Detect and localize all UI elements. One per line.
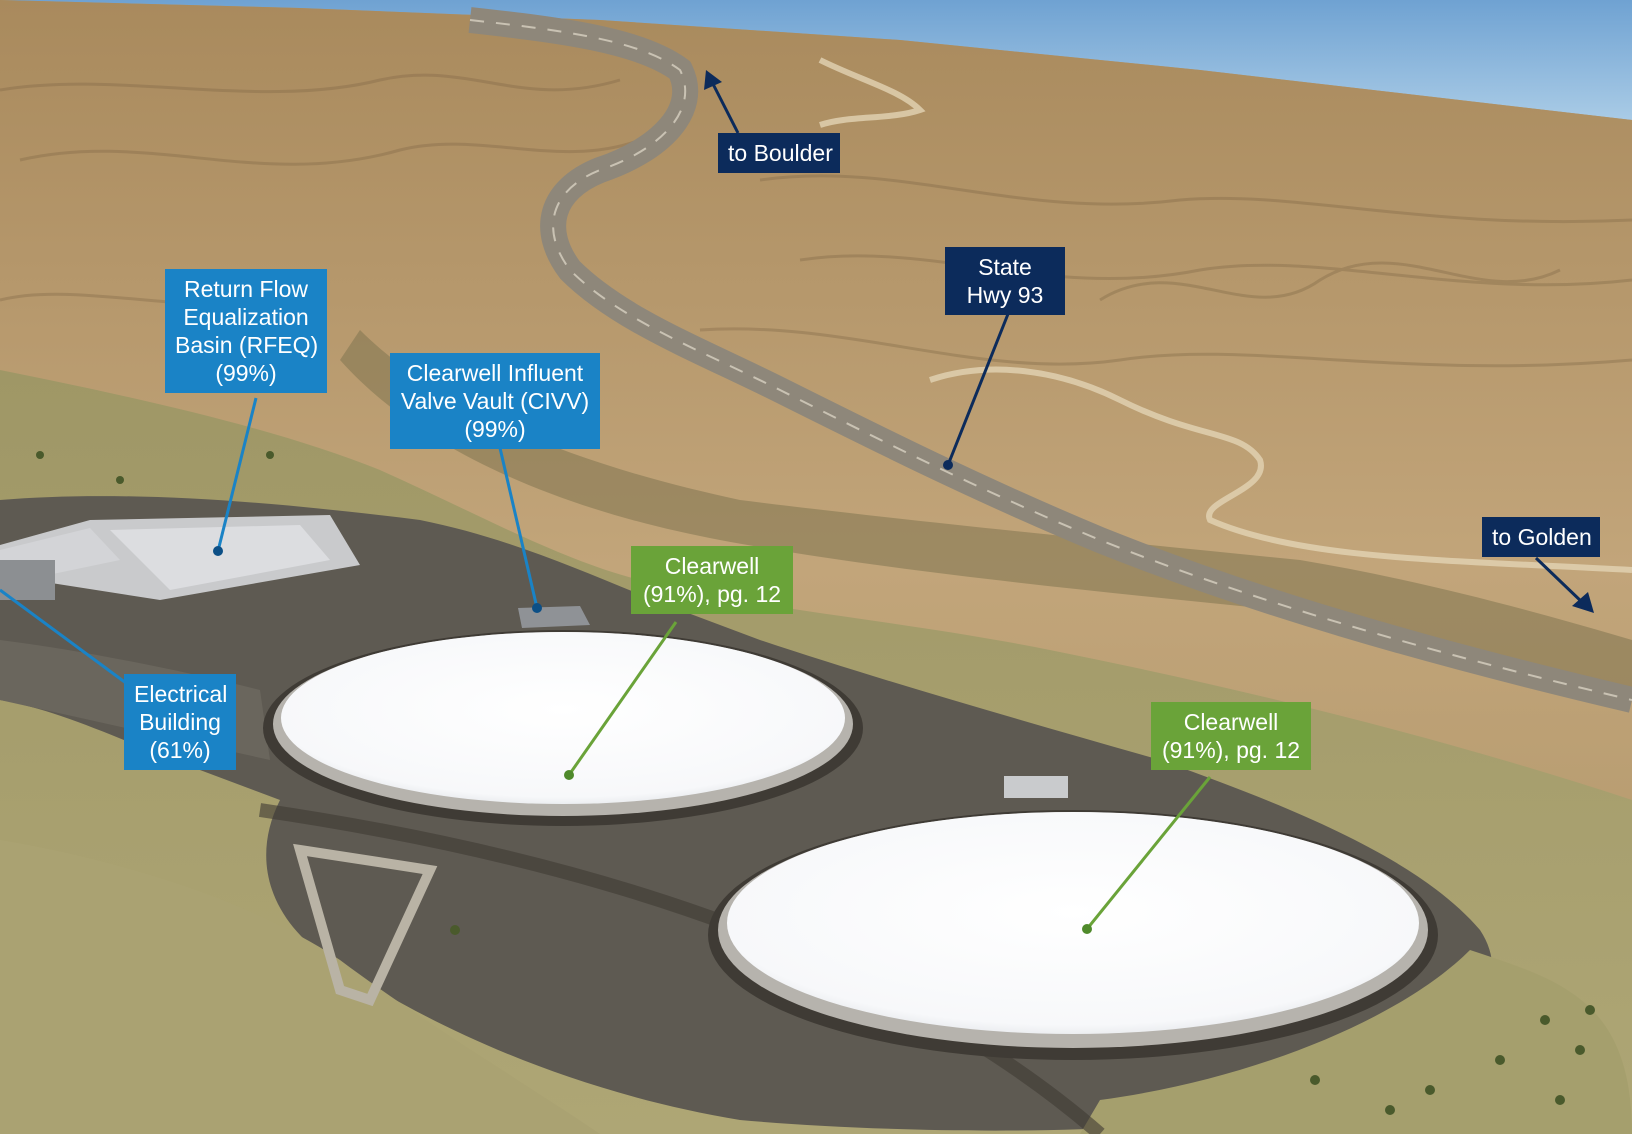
label-civv-line-2: Valve Vault (CIVV) — [400, 388, 590, 415]
label-rfeq-line-4: (99%) — [215, 360, 277, 387]
label-rfeq-line-1: Return Flow — [184, 276, 308, 302]
label-rfeq-line-2: Equalization — [183, 304, 309, 331]
label-clearwell-west: Clearwell (91%), pg. 12 — [631, 546, 793, 615]
label-to-golden-text: to Golden — [1492, 524, 1592, 550]
label-to-boulder: to Boulder — [718, 133, 840, 174]
sky — [0, 0, 1632, 120]
label-civv-line-3: (99%) — [464, 416, 526, 443]
label-clearwell-west-line-2: (91%), pg. 12 — [642, 581, 782, 608]
electrical-building-shape — [0, 560, 55, 600]
label-civv: Clearwell Influent Valve Vault (CIVV) (9… — [390, 353, 600, 450]
label-clearwell-east: Clearwell (91%), pg. 12 — [1151, 702, 1311, 771]
label-electrical-line-3: (61%) — [149, 737, 211, 764]
label-state-hwy-line-2: Hwy 93 — [966, 282, 1044, 309]
label-civv-line-1: Clearwell Influent — [406, 360, 584, 386]
label-electrical-line-2: Building — [139, 709, 221, 736]
label-to-boulder-text: to Boulder — [728, 140, 833, 166]
label-rfeq-line-3: Basin (RFEQ) — [175, 332, 319, 359]
label-state-hwy: State Hwy 93 — [945, 247, 1065, 316]
label-clearwell-east-line-1: Clearwell — [1183, 709, 1279, 735]
terrain-texture — [0, 73, 1632, 368]
label-electrical: Electrical Building (61%) — [124, 674, 236, 771]
label-state-hwy-line-1: State — [978, 254, 1032, 280]
utility-structure — [1004, 776, 1068, 798]
label-rfeq: Return Flow Equalization Basin (RFEQ) (9… — [165, 269, 327, 394]
dirt-road-upper — [818, 57, 926, 128]
label-clearwell-west-line-1: Clearwell — [664, 553, 760, 579]
trees — [36, 451, 1595, 1115]
grass-lower — [0, 840, 600, 1134]
label-electrical-line-1: Electrical — [134, 681, 228, 707]
civv-structure — [518, 606, 590, 628]
dirt-road — [929, 366, 1632, 573]
label-clearwell-east-line-2: (91%), pg. 12 — [1161, 737, 1301, 764]
label-to-golden: to Golden — [1482, 517, 1600, 558]
